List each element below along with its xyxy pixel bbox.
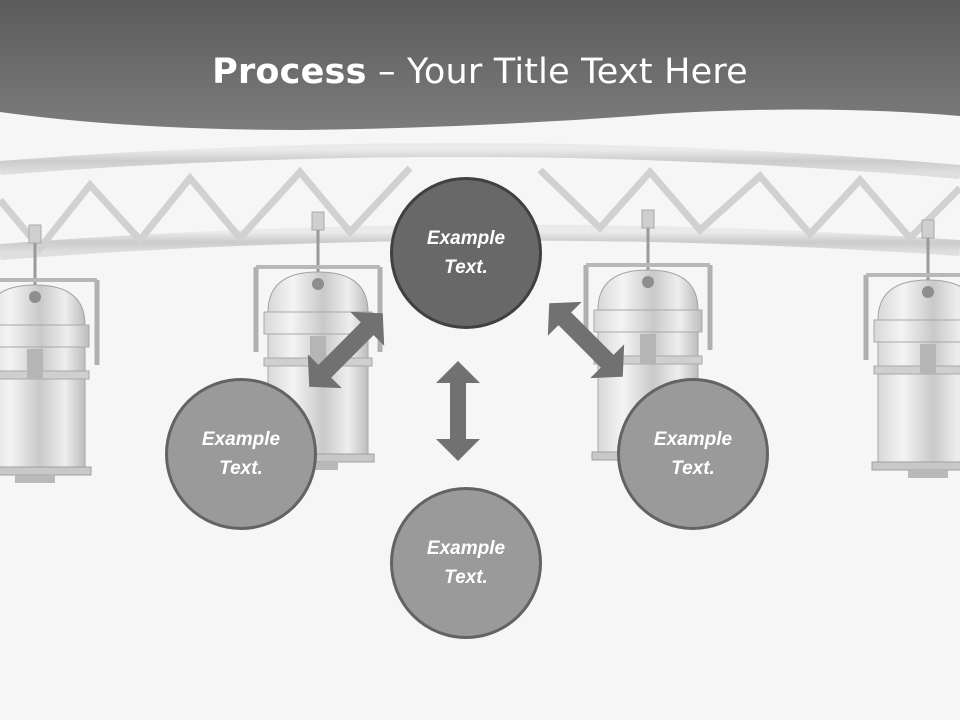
- process-circle-top: Example Text.: [390, 177, 542, 329]
- double-arrow-icon-left: [307, 311, 385, 389]
- double-arrow-icon-center: [436, 361, 480, 461]
- slide-title: Process – Your Title Text Here: [0, 52, 960, 92]
- process-circle-left: Example Text.: [165, 378, 317, 530]
- process-circle-top-text: Example Text.: [426, 228, 506, 278]
- process-circle-left-text: Example Text.: [201, 429, 281, 479]
- process-circle-bottom: Example Text.: [390, 487, 542, 639]
- title-bold: Process: [212, 52, 367, 92]
- process-circle-right: Example Text.: [617, 378, 769, 530]
- double-arrow-icon-right: [547, 301, 625, 379]
- process-circle-right-text: Example Text.: [653, 429, 733, 479]
- title-rest: – Your Title Text Here: [366, 52, 748, 92]
- process-circle-bottom-text: Example Text.: [426, 538, 506, 588]
